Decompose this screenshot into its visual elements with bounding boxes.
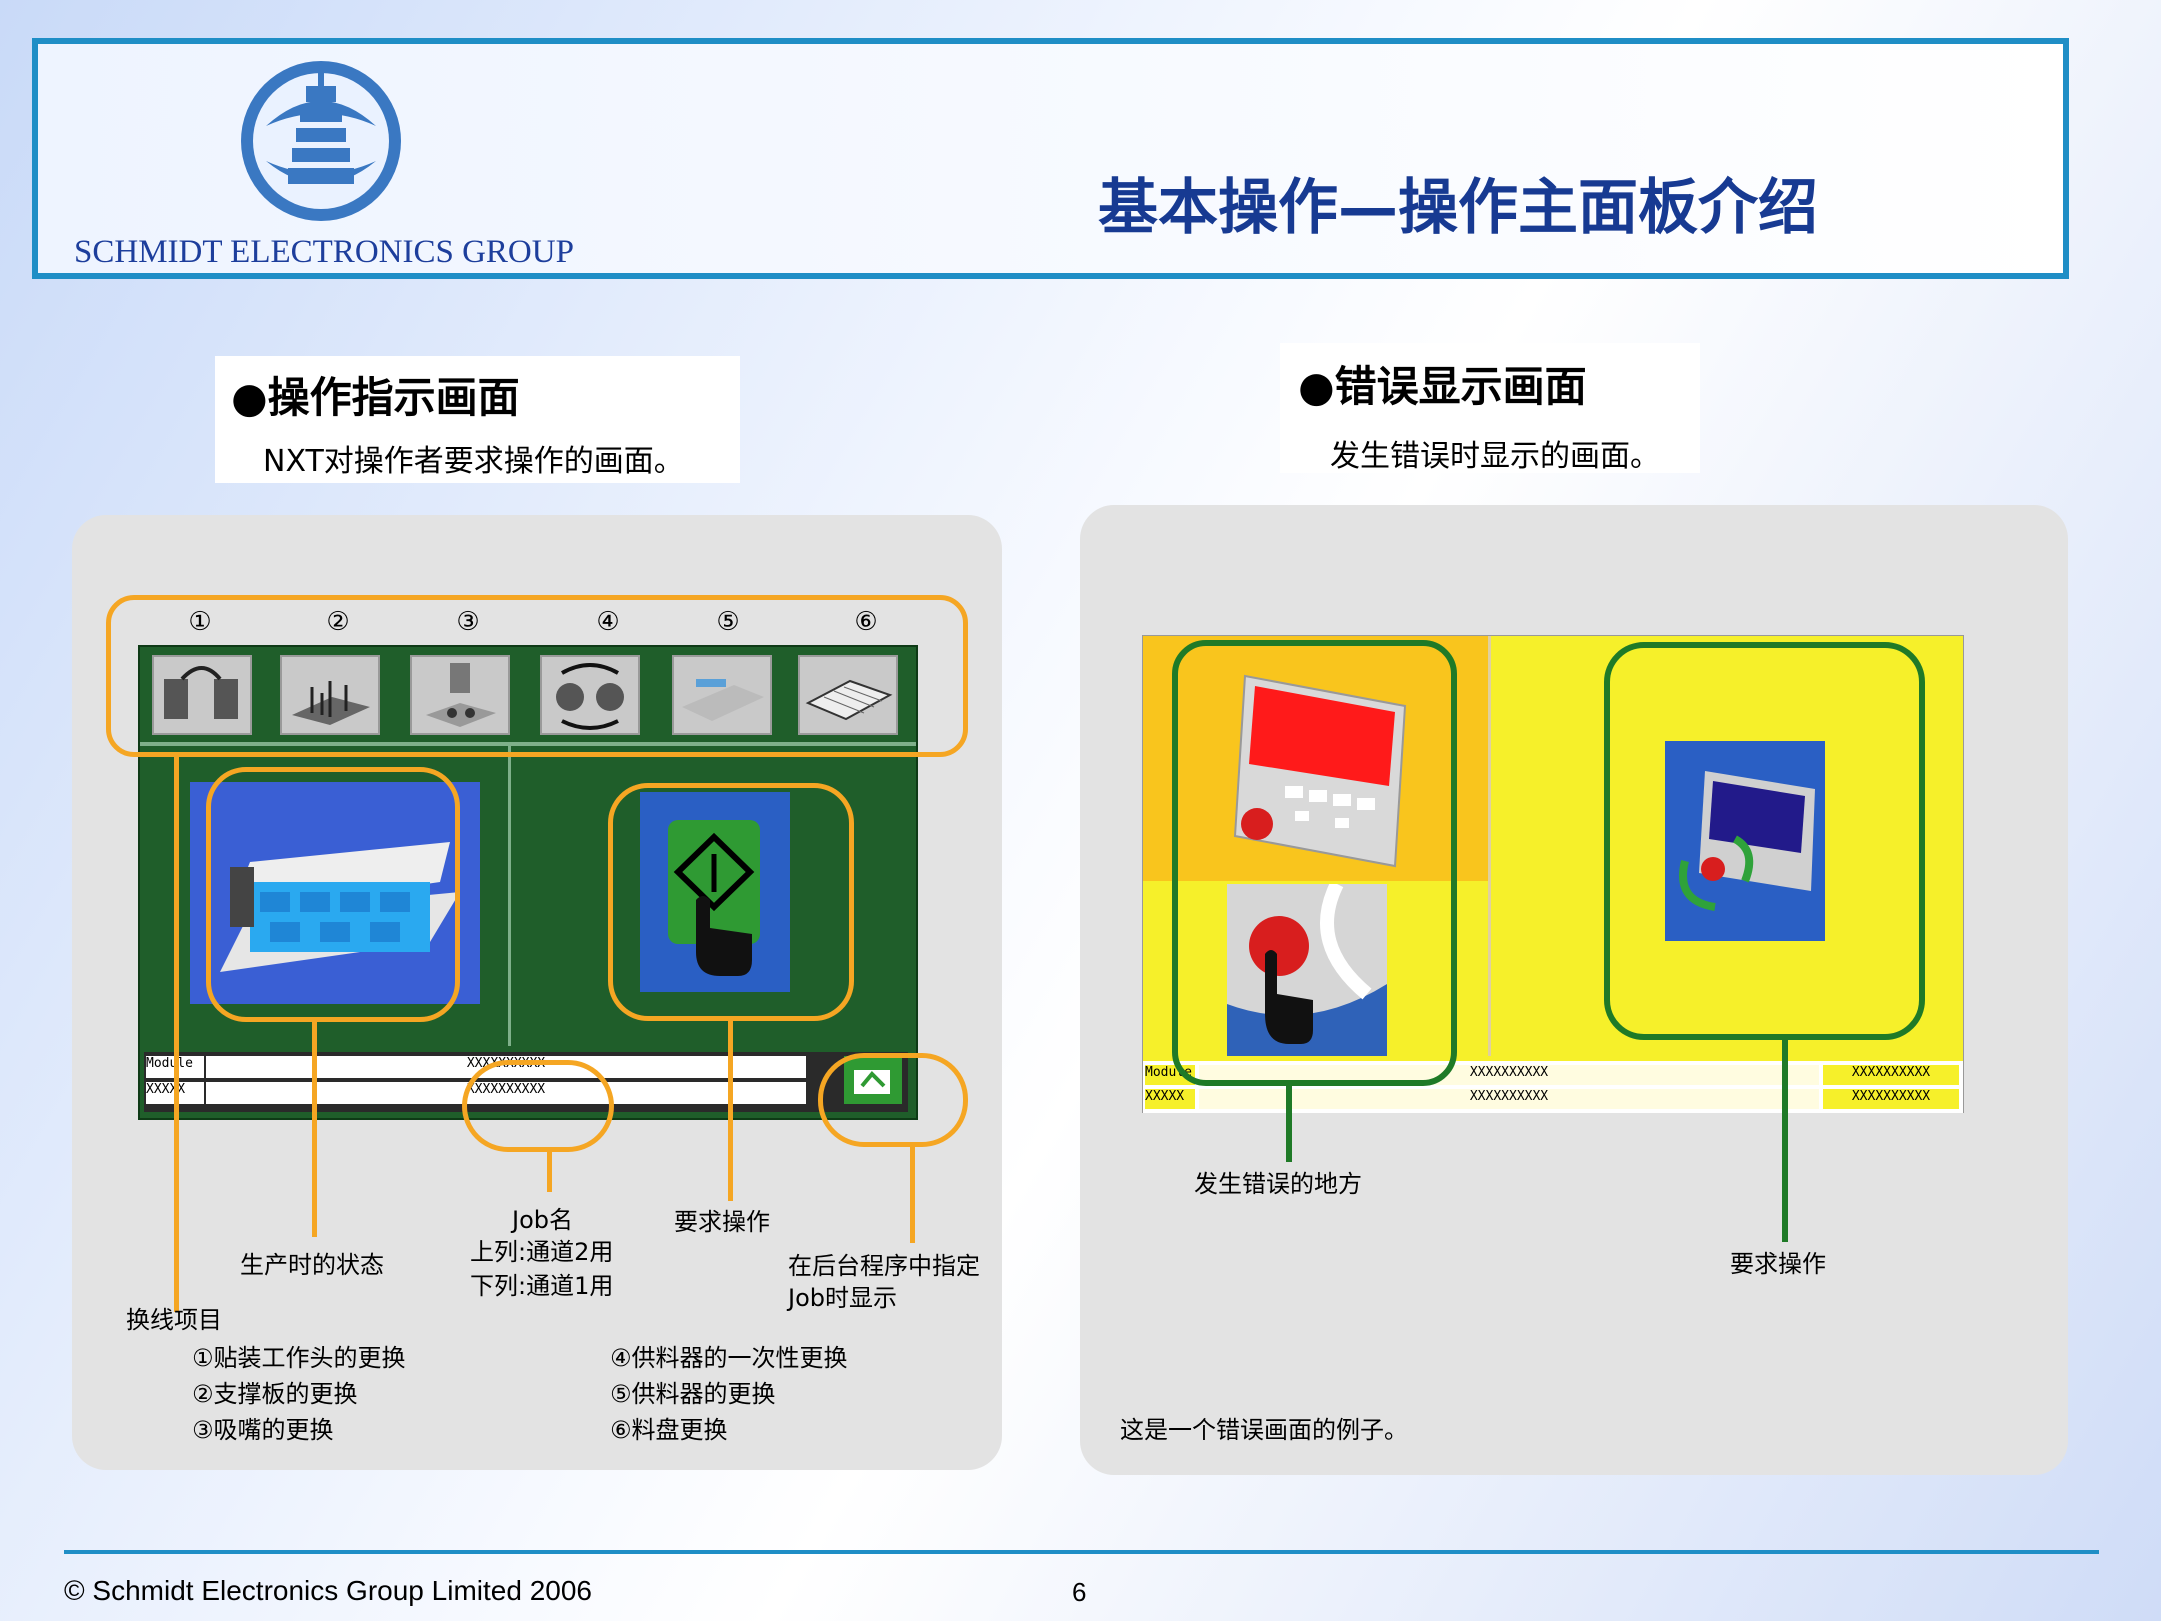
changeover-highlight <box>106 595 968 757</box>
divider <box>1488 636 1491 1056</box>
error-screen: Module XXXXXXXXXX XXXXXXXXXX XXXXX XXXXX… <box>1142 635 1964 1113</box>
list-item: ③吸嘴的更换 <box>192 1416 334 1444</box>
list-item: ②支撑板的更换 <box>192 1380 358 1408</box>
status-highlight <box>206 767 460 1022</box>
company-logo <box>241 61 401 221</box>
item-number: ⑥ <box>854 607 878 637</box>
operation-screen: Module XXXXXXXXXX XXXXX XXXXXXXXXX <box>138 645 918 1120</box>
left-caption: ●操作指示画面 NXT对操作者要求操作的画面。 <box>215 356 740 483</box>
example-note: 这是一个错误画面的例子。 <box>1120 1416 1408 1444</box>
production-status-label: 生产时的状态 <box>240 1251 384 1279</box>
feeder-change-icon[interactable] <box>672 655 772 735</box>
page-title: 基本操作—操作主面板介绍 <box>1098 173 1818 243</box>
connector-line <box>312 1022 317 1237</box>
feeder-batch-change-icon[interactable] <box>540 655 640 735</box>
background-job-label: 在后台程序中指定 <box>788 1252 980 1280</box>
control-panel-image <box>1225 656 1415 876</box>
job-lower-label: 下列:通道1用 <box>470 1272 614 1300</box>
item-number: ⑤ <box>716 607 740 637</box>
changeover-items-label: 换线项目 <box>126 1306 222 1334</box>
background-job-highlight <box>818 1053 968 1147</box>
divider <box>508 746 511 1046</box>
operation-highlight <box>1604 642 1925 1040</box>
backup-plate-icon[interactable] <box>280 655 380 735</box>
job-name-label: Job名 <box>512 1206 573 1234</box>
job-upper-label: 上列:通道2用 <box>470 1238 614 1266</box>
machine-image <box>190 782 480 1004</box>
copyright: © Schmidt Electronics Group Limited 2006 <box>64 1575 592 1606</box>
operation-required-image <box>640 792 790 992</box>
company-name: SCHMIDT ELECTRONICS GROUP <box>74 234 574 270</box>
page-number: 6 <box>1072 1577 1087 1607</box>
tray-change-icon[interactable] <box>798 655 898 735</box>
left-description: NXT对操作者要求操作的画面。 <box>263 444 684 479</box>
error-screen-panel: Module XXXXXXXXXX XXXXXXXXXX XXXXX XXXXX… <box>1080 505 2068 1475</box>
divider <box>140 742 916 746</box>
operation-highlight <box>608 783 854 1021</box>
required-operation-label: 要求操作 <box>674 1208 770 1236</box>
error-location-highlight <box>1172 640 1457 1086</box>
connector-line <box>910 1147 915 1243</box>
recovery-operation-image <box>1665 741 1825 941</box>
error-location-label: 发生错误的地方 <box>1194 1170 1362 1198</box>
connector-line <box>174 757 179 1312</box>
list-item: ⑥料盘更换 <box>610 1416 728 1444</box>
item-number: ③ <box>456 607 480 637</box>
item-number: ④ <box>596 607 620 637</box>
status-row-value: XXXXXXXXXX <box>1823 1089 1959 1109</box>
status-row-value: XXXXXXXXXX <box>1823 1065 1959 1085</box>
list-item: ④供料器的一次性更换 <box>610 1344 848 1372</box>
connector-line <box>1286 1086 1292 1162</box>
operation-screen-panel: Module XXXXXXXXXX XXXXX XXXXXXXXXX ① ② ③… <box>72 515 1002 1470</box>
connector-line <box>1782 1040 1788 1242</box>
right-heading: ●错误显示画面 <box>1298 362 1587 411</box>
background-job-label-2: Job时显示 <box>788 1284 897 1312</box>
list-item: ①贴装工作头的更换 <box>192 1344 406 1372</box>
emergency-button-image <box>1227 880 1387 1056</box>
header-banner: SCHMIDT ELECTRONICS GROUP 基本操作—操作主面板介绍 <box>32 38 2069 279</box>
nozzle-change-icon[interactable] <box>410 655 510 735</box>
status-row-value: XXXXXXXXXX <box>1199 1089 1819 1109</box>
connector-line <box>728 1021 733 1201</box>
footer-divider <box>64 1550 2099 1554</box>
job-name-highlight <box>462 1060 614 1152</box>
right-description: 发生错误时显示的画面。 <box>1330 439 1660 474</box>
left-heading: ●操作指示画面 <box>231 373 520 422</box>
status-row-label: XXXXX <box>1145 1089 1195 1109</box>
connector-line <box>547 1152 552 1192</box>
item-number: ② <box>326 607 350 637</box>
item-number: ① <box>188 607 212 637</box>
right-caption: ●错误显示画面 发生错误时显示的画面。 <box>1280 343 1700 474</box>
head-change-icon[interactable] <box>152 655 252 735</box>
required-operation-label: 要求操作 <box>1730 1250 1826 1278</box>
list-item: ⑤供料器的更换 <box>610 1380 776 1408</box>
